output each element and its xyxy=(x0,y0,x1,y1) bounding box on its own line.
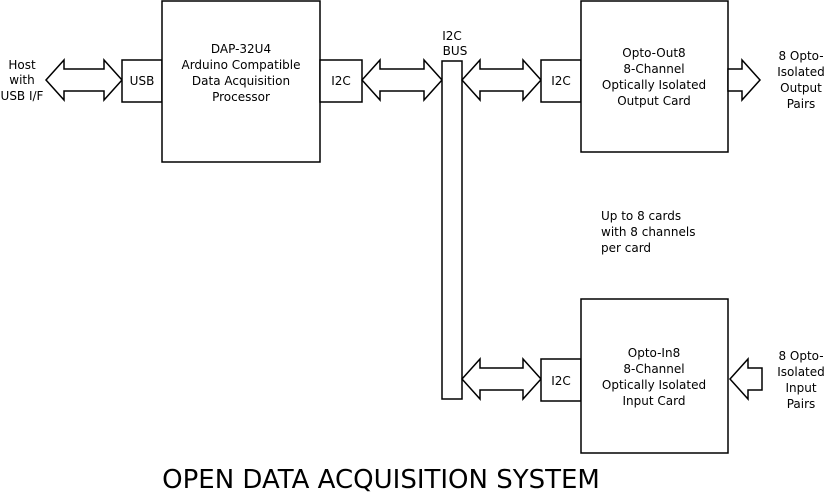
output-pairs-label-line: Isolated xyxy=(777,65,825,79)
output-card-label-line: 8-Channel xyxy=(623,62,684,76)
output-card-i2c-label: I2C xyxy=(551,74,571,88)
processor-bus-double-arrow xyxy=(360,58,444,102)
bus-output-double-arrow xyxy=(460,58,543,102)
i2c-bus-bar xyxy=(441,60,463,400)
processor-label-line: Data Acquisition xyxy=(192,74,290,88)
input-card-i2c-label: I2C xyxy=(551,374,571,388)
input-card-label-line: Input Card xyxy=(623,394,686,408)
note-line: per card xyxy=(601,241,651,255)
processor-i2c-label: I2C xyxy=(331,74,351,88)
input-pairs-label-line: 8 Opto- xyxy=(778,349,823,363)
bus-label-line: BUS xyxy=(443,44,468,58)
processor-label-line: Processor xyxy=(212,90,270,104)
usb-port-label: USB xyxy=(130,74,155,88)
note-line: with 8 channels xyxy=(601,225,695,239)
host-label-line: Host xyxy=(8,58,36,72)
input-card-i2c-box xyxy=(540,358,582,402)
input-card-label-line: Opto-In8 xyxy=(628,346,680,360)
processor-box xyxy=(161,0,321,163)
output-card-box xyxy=(580,0,729,153)
usb-port-box xyxy=(121,59,163,103)
bus-label-line: I2C xyxy=(442,29,462,43)
output-right-arrow xyxy=(727,58,762,102)
host-label: Host with USB I/F xyxy=(1,58,44,103)
note-line: Up to 8 cards xyxy=(601,209,681,223)
input-pairs-label-line: Pairs xyxy=(787,397,816,411)
input-card-label-line: 8-Channel xyxy=(623,362,684,376)
host-usb-double-arrow xyxy=(44,58,124,102)
diagram-title: OPEN DATA ACQUISITION SYSTEM xyxy=(162,465,600,495)
input-card-label-line: Optically Isolated xyxy=(602,378,706,392)
input-card-box xyxy=(580,298,729,454)
output-pairs-label-line: Pairs xyxy=(787,97,816,111)
processor-label-line: Arduino Compatible xyxy=(181,58,300,72)
input-pairs-label-line: Input xyxy=(785,381,816,395)
input-left-arrow xyxy=(728,357,763,401)
host-label-line: with xyxy=(9,73,34,87)
output-pairs-label-line: 8 Opto- xyxy=(778,49,823,63)
output-pairs-label-line: Output xyxy=(780,81,822,95)
host-label-line: USB I/F xyxy=(1,89,44,103)
input-pairs-label-line: Isolated xyxy=(777,365,825,379)
output-card-label-line: Opto-Out8 xyxy=(622,46,685,60)
processor-i2c-box xyxy=(319,59,363,103)
output-card-label-line: Output Card xyxy=(617,94,691,108)
processor-label-line: DAP-32U4 xyxy=(211,42,271,56)
bus-input-double-arrow xyxy=(460,357,543,401)
output-card-label-line: Optically Isolated xyxy=(602,78,706,92)
